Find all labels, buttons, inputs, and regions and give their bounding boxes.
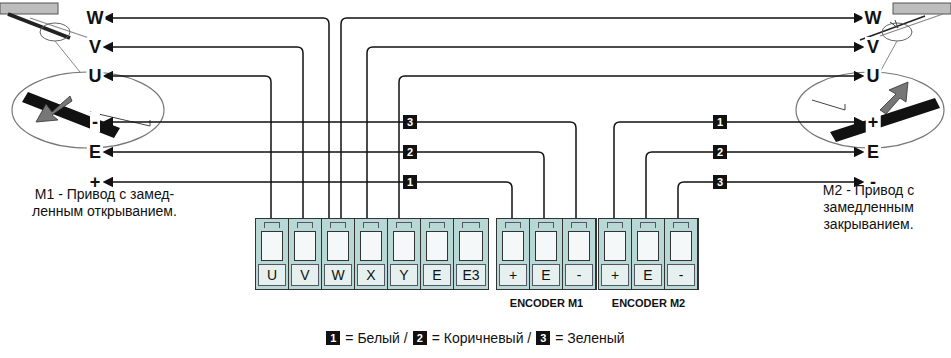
terminal: E <box>530 219 563 289</box>
terminal: W <box>322 219 355 289</box>
wire-name: E <box>87 142 103 162</box>
terminal-name: E <box>532 264 560 286</box>
terminal-name: W <box>324 264 352 286</box>
terminal-name: Y <box>390 264 418 286</box>
terminal: E3 <box>454 219 488 289</box>
wire-name: V <box>865 37 881 57</box>
block-heading: ENCODER M2 <box>599 297 698 309</box>
screw-opening <box>637 231 659 261</box>
screw-opening <box>670 231 692 261</box>
terminal-ridge <box>462 222 480 228</box>
terminal-ridge <box>330 222 346 228</box>
terminal-ridge <box>673 222 689 228</box>
screw-opening <box>502 231 524 261</box>
color-marker: 3 <box>536 331 550 345</box>
terminal: X <box>355 219 388 289</box>
wire-name: V <box>87 37 103 57</box>
terminal-ridge <box>429 222 445 228</box>
color-marker: 2 <box>713 145 727 159</box>
screw-opening <box>393 231 415 261</box>
legend-text: = Коричневый / <box>432 330 532 346</box>
terminal-block: +E-ENCODER M2 <box>598 218 699 290</box>
terminal-name: E3 <box>456 264 486 286</box>
terminal-name: + <box>601 264 629 286</box>
wire-name: E <box>865 142 881 162</box>
screw-opening <box>535 231 557 261</box>
terminal-ridge <box>363 222 379 228</box>
motor-caption: M1 - Привод с замед- ленным открыванием. <box>12 186 197 220</box>
terminal-name: + <box>499 264 527 286</box>
screw-opening <box>459 231 483 261</box>
color-marker: 3 <box>403 115 417 129</box>
terminal: - <box>665 219 698 289</box>
terminal-ridge <box>297 222 313 228</box>
terminal: E <box>632 219 665 289</box>
terminal: - <box>563 219 596 289</box>
wire-name: + <box>866 112 881 132</box>
terminal-ridge <box>607 222 623 228</box>
screw-opening <box>360 231 382 261</box>
screw-opening <box>426 231 448 261</box>
terminal-name: V <box>291 264 319 286</box>
screw-opening <box>604 231 626 261</box>
color-marker: 1 <box>326 331 340 345</box>
terminal-ridge <box>505 222 521 228</box>
terminal: V <box>289 219 322 289</box>
wire-name: U <box>87 66 104 86</box>
screw-opening <box>261 231 283 261</box>
color-marker: 1 <box>713 115 727 129</box>
terminal-ridge <box>640 222 656 228</box>
wire-name: - <box>90 112 100 132</box>
terminal-name: - <box>667 264 695 286</box>
terminal-ridge <box>396 222 412 228</box>
terminal: + <box>599 219 632 289</box>
screw-opening <box>327 231 349 261</box>
legend-text: = Зеленый <box>555 330 624 346</box>
color-marker: 3 <box>713 175 727 189</box>
color-marker: 1 <box>403 175 417 189</box>
motor-caption: M2 - Привод с замедленным закрыванием. <box>806 182 931 233</box>
terminal: U <box>256 219 289 289</box>
wires <box>112 18 855 222</box>
terminal: + <box>497 219 530 289</box>
screw-opening <box>568 231 590 261</box>
terminal: E <box>421 219 454 289</box>
color-legend: 1 = Белый / 2 = Коричневый / 3 = Зеленый <box>0 330 951 346</box>
terminal-ridge <box>571 222 587 228</box>
legend-text: = Белый / <box>345 330 407 346</box>
terminal-name: X <box>357 264 385 286</box>
color-marker: 2 <box>403 145 417 159</box>
terminal-name: U <box>258 264 286 286</box>
wire-name: U <box>865 66 882 86</box>
terminal-block: UVWXYEE3 <box>255 218 489 290</box>
terminal-block: +E-ENCODER M1 <box>496 218 597 290</box>
terminal-ridge <box>264 222 280 228</box>
block-heading: ENCODER M1 <box>497 297 596 309</box>
terminal-name: E <box>423 264 451 286</box>
wire-name: W <box>85 8 106 28</box>
wire-name: W <box>863 8 884 28</box>
screw-opening <box>294 231 316 261</box>
terminal-name: - <box>565 264 593 286</box>
color-marker: 2 <box>413 331 427 345</box>
terminal: Y <box>388 219 421 289</box>
terminal-ridge <box>538 222 554 228</box>
terminal-name: E <box>634 264 662 286</box>
